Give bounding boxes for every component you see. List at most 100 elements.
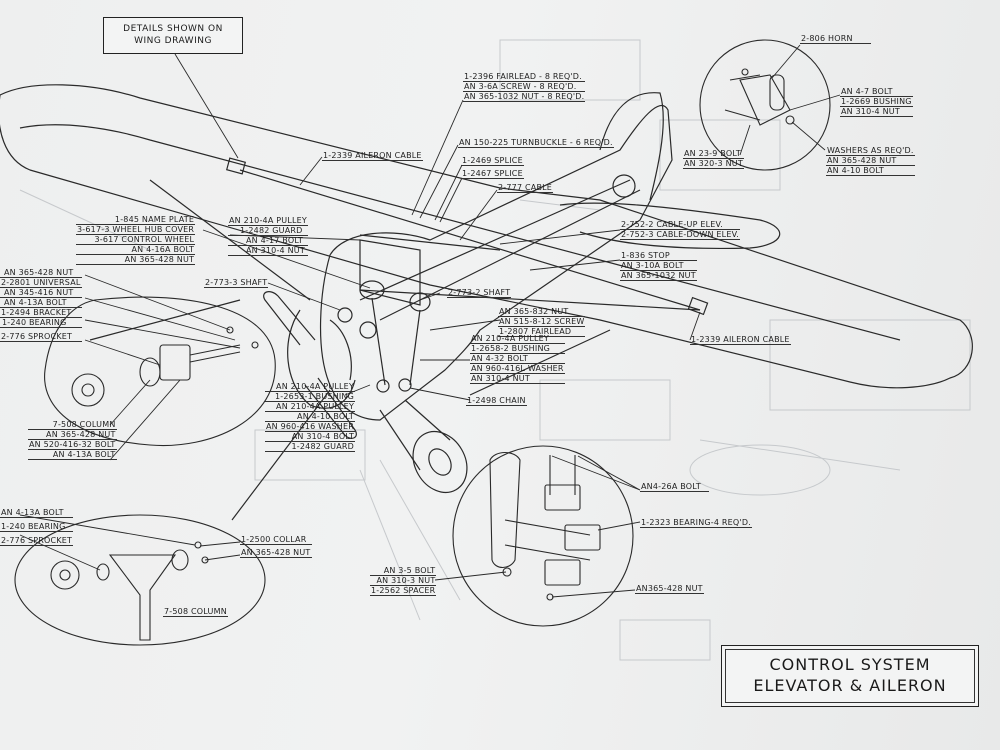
part-label: 2-777 CABLE bbox=[497, 183, 554, 193]
lower-left-detail bbox=[14, 514, 266, 646]
part-label: AN 210-4A PULLEY bbox=[265, 382, 356, 392]
horn-washers-label-group: WASHERS AS REQ'D. AN 365-428 NUT AN 4-10… bbox=[826, 146, 915, 176]
details-note-line2: WING DRAWING bbox=[134, 36, 212, 46]
part-label: AN 320-3 NUT bbox=[683, 159, 744, 169]
horn-bolts-label-group: AN 4-7 BOLT 1-2669 BUSHING AN 310-4 NUT bbox=[840, 87, 913, 117]
part-label: 1-2498 CHAIN bbox=[466, 396, 527, 406]
part-label: AN 310-3 NUT bbox=[370, 576, 437, 586]
spacer-label-group: AN 3-5 BOLT AN 310-3 NUT 1-2562 SPACER bbox=[370, 566, 437, 596]
part-label: AN365-428 NUT bbox=[635, 584, 704, 594]
part-label: 2-752-2 CABLE-UP ELEV. bbox=[620, 220, 740, 230]
part-label: 1-2339 AILERON CABLE bbox=[322, 151, 423, 161]
center-label-group: AN 210-4A PULLEY 1-2653-1 BUSHING AN 210… bbox=[265, 382, 356, 452]
part-label: AN 4-10 BOLT bbox=[265, 412, 356, 422]
part-label: AN 4-13A BOLT bbox=[0, 508, 74, 518]
column-label-group: 7-508 COLUMN AN 365-428 NUT AN 520-416-3… bbox=[28, 420, 117, 460]
part-label: 1-2482 GUARD bbox=[265, 442, 356, 452]
leader-lines bbox=[19, 44, 841, 598]
part-label: 2-773-2 SHAFT bbox=[447, 288, 512, 298]
faint-background-lines bbox=[19, 39, 971, 661]
splice-label-group: 1-2469 SPLICE 1-2467 SPLICE bbox=[461, 156, 524, 179]
part-label: AN 4-17 BOLT bbox=[228, 236, 308, 246]
part-label: 1-2669 BUSHING bbox=[840, 97, 913, 107]
part-label: AN 345-416 NUT bbox=[0, 288, 82, 298]
part-label: AN 4-13A BOLT bbox=[0, 298, 82, 308]
part-label: 2-2801 UNIVERSAL bbox=[0, 278, 82, 288]
part-label: 3-617-3 WHEEL HUB COVER bbox=[76, 225, 196, 235]
lower-left-label-group: AN 4-13A BOLT 1-240 BEARING 2-776 SPROCK… bbox=[0, 508, 74, 546]
aileron-cable-upper-label: 1-2339 AILERON CABLE bbox=[322, 151, 423, 161]
part-label: 1-2494 BRACKET bbox=[0, 308, 82, 318]
part-label: AN 365-428 NUT bbox=[28, 430, 117, 440]
part-label: AN 515-8-12 SCREW bbox=[498, 317, 586, 327]
sprocket-lower-icon bbox=[50, 560, 80, 590]
part-label: AN 310-4 BOLT bbox=[265, 432, 356, 442]
fairlead-label-group: 1-2396 FAIRLEAD - 8 REQ'D. AN 3-6A SCREW… bbox=[463, 72, 586, 102]
part-label: 1-2339 AILERON CABLE bbox=[690, 335, 791, 345]
part-label: 2-776 SPROCKET bbox=[0, 332, 82, 342]
part-label: AN 365-428 NUT bbox=[240, 548, 312, 558]
part-label: 1-2562 SPACER bbox=[370, 586, 437, 596]
part-label: AN 4-32 BOLT bbox=[470, 354, 565, 364]
part-label: AN 210-4A PULLEY bbox=[470, 334, 565, 344]
part-label: AN 960-416L WASHER bbox=[470, 364, 565, 374]
part-label: AN 960-416 WASHER bbox=[265, 422, 356, 432]
turnbuckle-label: AN 150-225 TURNBUCKLE - 6 REQ'D. bbox=[458, 138, 614, 148]
part-label: 2-776 SPROCKET bbox=[0, 536, 74, 546]
bushing-label-group: AN 210-4A PULLEY 1-2658-2 BUSHING AN 4-3… bbox=[470, 334, 565, 384]
part-label: 7-508 COLUMN bbox=[28, 420, 117, 430]
part-label: 1-2467 SPLICE bbox=[461, 169, 524, 179]
part-label: AN 365-428 NUT bbox=[76, 255, 196, 265]
part-label: WASHERS AS REQ'D. bbox=[826, 146, 915, 156]
part-label: AN 365-1032 NUT bbox=[620, 271, 697, 281]
title-block: CONTROL SYSTEM ELEVATOR & AILERON bbox=[721, 645, 979, 707]
part-label: AN 3-6A SCREW - 8 REQ'D. bbox=[463, 82, 586, 92]
wheel-label-group: 1-845 NAME PLATE 3-617-3 WHEEL HUB COVER… bbox=[76, 215, 196, 265]
title-line2: ELEVATOR & AILERON bbox=[753, 676, 947, 695]
part-label: AN 4-10 BOLT bbox=[826, 166, 915, 176]
part-label: 1-2469 SPLICE bbox=[461, 156, 524, 166]
bearing-2323-label: 1-2323 BEARING-4 REQ'D. bbox=[640, 518, 752, 528]
part-label: AN 4-7 BOLT bbox=[840, 87, 913, 97]
part-label: AN 23-9 BOLT bbox=[683, 149, 744, 159]
part-label: AN 4-13A BOLT bbox=[28, 450, 117, 460]
part-label: AN 210-4A PULLEY bbox=[228, 216, 308, 226]
part-label: AN 365-1032 NUT - 8 REQ'D. bbox=[463, 92, 586, 102]
part-label: AN 3-5 BOLT bbox=[370, 566, 437, 576]
fairlead-label-group-2: AN 365-832 NUT AN 515-8-12 SCREW 1-2807 … bbox=[498, 307, 586, 337]
part-label: 1-836 STOP bbox=[620, 251, 697, 261]
column-lower-label: 7-508 COLUMN bbox=[163, 607, 228, 617]
part-label: 1-2323 BEARING-4 REQ'D. bbox=[640, 518, 752, 528]
part-label: AN 3-10A BOLT bbox=[620, 261, 697, 271]
part-label: AN 310-4 NUT bbox=[840, 107, 913, 117]
part-label: 1-2500 COLLAR bbox=[240, 535, 312, 545]
part-label: 1-2653-1 BUSHING bbox=[265, 392, 356, 402]
part-label: AN 520-416-32 BOLT bbox=[28, 440, 117, 450]
title-line1: CONTROL SYSTEM bbox=[769, 655, 931, 674]
part-label: 2-752-3 CABLE-DOWN ELEV. bbox=[620, 230, 740, 240]
stop-label-group: 1-836 STOP AN 3-10A BOLT AN 365-1032 NUT bbox=[620, 251, 697, 281]
part-label: AN 365-832 NUT bbox=[498, 307, 586, 317]
sprocket-icon bbox=[71, 373, 105, 407]
left-detail bbox=[44, 296, 276, 447]
part-label: AN 4-16A BOLT bbox=[76, 245, 196, 255]
aircraft-outline bbox=[0, 84, 973, 521]
part-label: 1-240 BEARING bbox=[0, 522, 74, 532]
pulley-label-group: AN 210-4A PULLEY 1-2482 GUARD AN 4-17 BO… bbox=[228, 216, 308, 256]
shaft-2773-3-label: 2-773-3 SHAFT bbox=[204, 278, 269, 288]
part-label: AN 365-428 NUT bbox=[826, 156, 915, 166]
bolt-26a-label: AN4-26A BOLT bbox=[640, 482, 709, 492]
chain-label: 1-2498 CHAIN bbox=[466, 396, 527, 406]
details-note-box: DETAILS SHOWN ON WING DRAWING bbox=[103, 17, 243, 54]
aileron-cable-right-label: 1-2339 AILERON CABLE bbox=[690, 335, 791, 345]
part-label: AN 365-428 NUT bbox=[0, 268, 82, 278]
part-label: 2-806 HORN bbox=[800, 34, 871, 44]
horn-label: 2-806 HORN bbox=[800, 34, 871, 44]
right-lower-detail bbox=[452, 445, 634, 627]
part-label: 1-2396 FAIRLEAD - 8 REQ'D. bbox=[463, 72, 586, 82]
cable-elev-label-group: 2-752-2 CABLE-UP ELEV. 2-752-3 CABLE-DOW… bbox=[620, 220, 740, 240]
details-note-line1: DETAILS SHOWN ON bbox=[123, 24, 223, 34]
part-label: 1-240 BEARING bbox=[0, 318, 82, 328]
